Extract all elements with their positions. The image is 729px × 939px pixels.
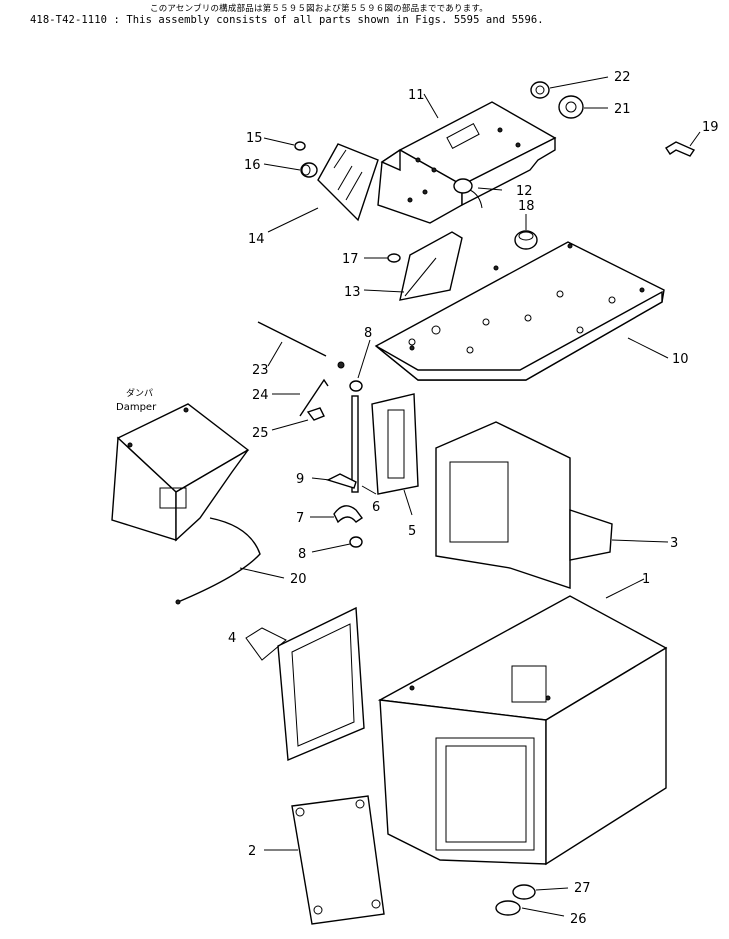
part-5-frame	[371, 393, 419, 495]
callout-10: 10	[672, 352, 689, 367]
callout-5: 5	[408, 524, 416, 539]
part-1-case	[377, 595, 668, 866]
part-21-ring	[558, 95, 584, 119]
part-2-cover-plate	[291, 795, 385, 925]
callout-26: 26	[570, 912, 587, 927]
part-18-grommet	[514, 230, 538, 250]
callout-25: 25	[252, 426, 269, 441]
callout-8-lower: 8	[298, 547, 306, 562]
part-24-rod	[299, 378, 329, 417]
part-20-cable	[175, 517, 261, 605]
part-8-nut-upper	[349, 380, 363, 392]
part-8-nut-lower	[349, 536, 363, 548]
header-japanese-note: このアセンブリの構成部品は第５５９５図および第５５９６図の部品までであります。	[150, 4, 488, 14]
callout-3: 3	[670, 536, 678, 551]
header-english-note: 418-T42-1110 : This assembly consists of…	[30, 14, 544, 26]
callout-11: 11	[408, 88, 425, 103]
callout-20: 20	[290, 572, 307, 587]
part-9-clip	[326, 473, 357, 489]
part-26-grommet	[495, 900, 521, 916]
callout-13: 13	[344, 285, 361, 300]
part-15-grommet	[294, 141, 306, 151]
callout-21: 21	[614, 102, 631, 117]
callout-6: 6	[372, 500, 380, 515]
part-16-knob	[300, 162, 318, 178]
part-27-grommet	[512, 884, 536, 900]
callout-4: 4	[228, 631, 236, 646]
drawing-header: このアセンブリの構成部品は第５５９５図および第５５９６図の部品までであります。 …	[30, 2, 544, 26]
part-4-filter	[277, 606, 365, 762]
callout-18: 18	[518, 199, 535, 214]
part-3-housing	[435, 421, 613, 589]
callout-12: 12	[516, 184, 533, 199]
part-14-slotted-plate	[317, 143, 379, 222]
damper-assembly	[111, 403, 250, 542]
callout-2: 2	[248, 844, 256, 859]
callout-24: 24	[252, 388, 269, 403]
part-6-shaft	[351, 395, 359, 493]
part-13-lever-bracket	[399, 231, 463, 301]
callout-19: 19	[702, 120, 719, 135]
callout-7: 7	[296, 511, 304, 526]
part-10-base-plate	[374, 241, 665, 381]
part-19-clip	[665, 141, 696, 157]
part-23-cable	[257, 321, 345, 369]
callout-27: 27	[574, 881, 591, 896]
damper-label-en: Damper	[116, 402, 157, 413]
part-12-switch	[453, 178, 483, 209]
callout-15: 15	[246, 131, 263, 146]
leader-lines	[239, 76, 701, 917]
part-7-bracket	[333, 505, 364, 524]
callout-22: 22	[614, 70, 631, 85]
callout-23: 23	[252, 363, 269, 378]
callout-14: 14	[248, 232, 265, 247]
callout-9: 9	[296, 472, 304, 487]
callout-17: 17	[342, 252, 359, 267]
part-17-plug	[387, 253, 401, 263]
callout-8-upper: 8	[364, 326, 372, 341]
callout-16: 16	[244, 158, 261, 173]
part-22-seal	[530, 81, 550, 99]
damper-label-jp: ダンパ	[126, 387, 153, 399]
part-25-clamp	[306, 407, 325, 421]
callout-1: 1	[642, 572, 650, 587]
